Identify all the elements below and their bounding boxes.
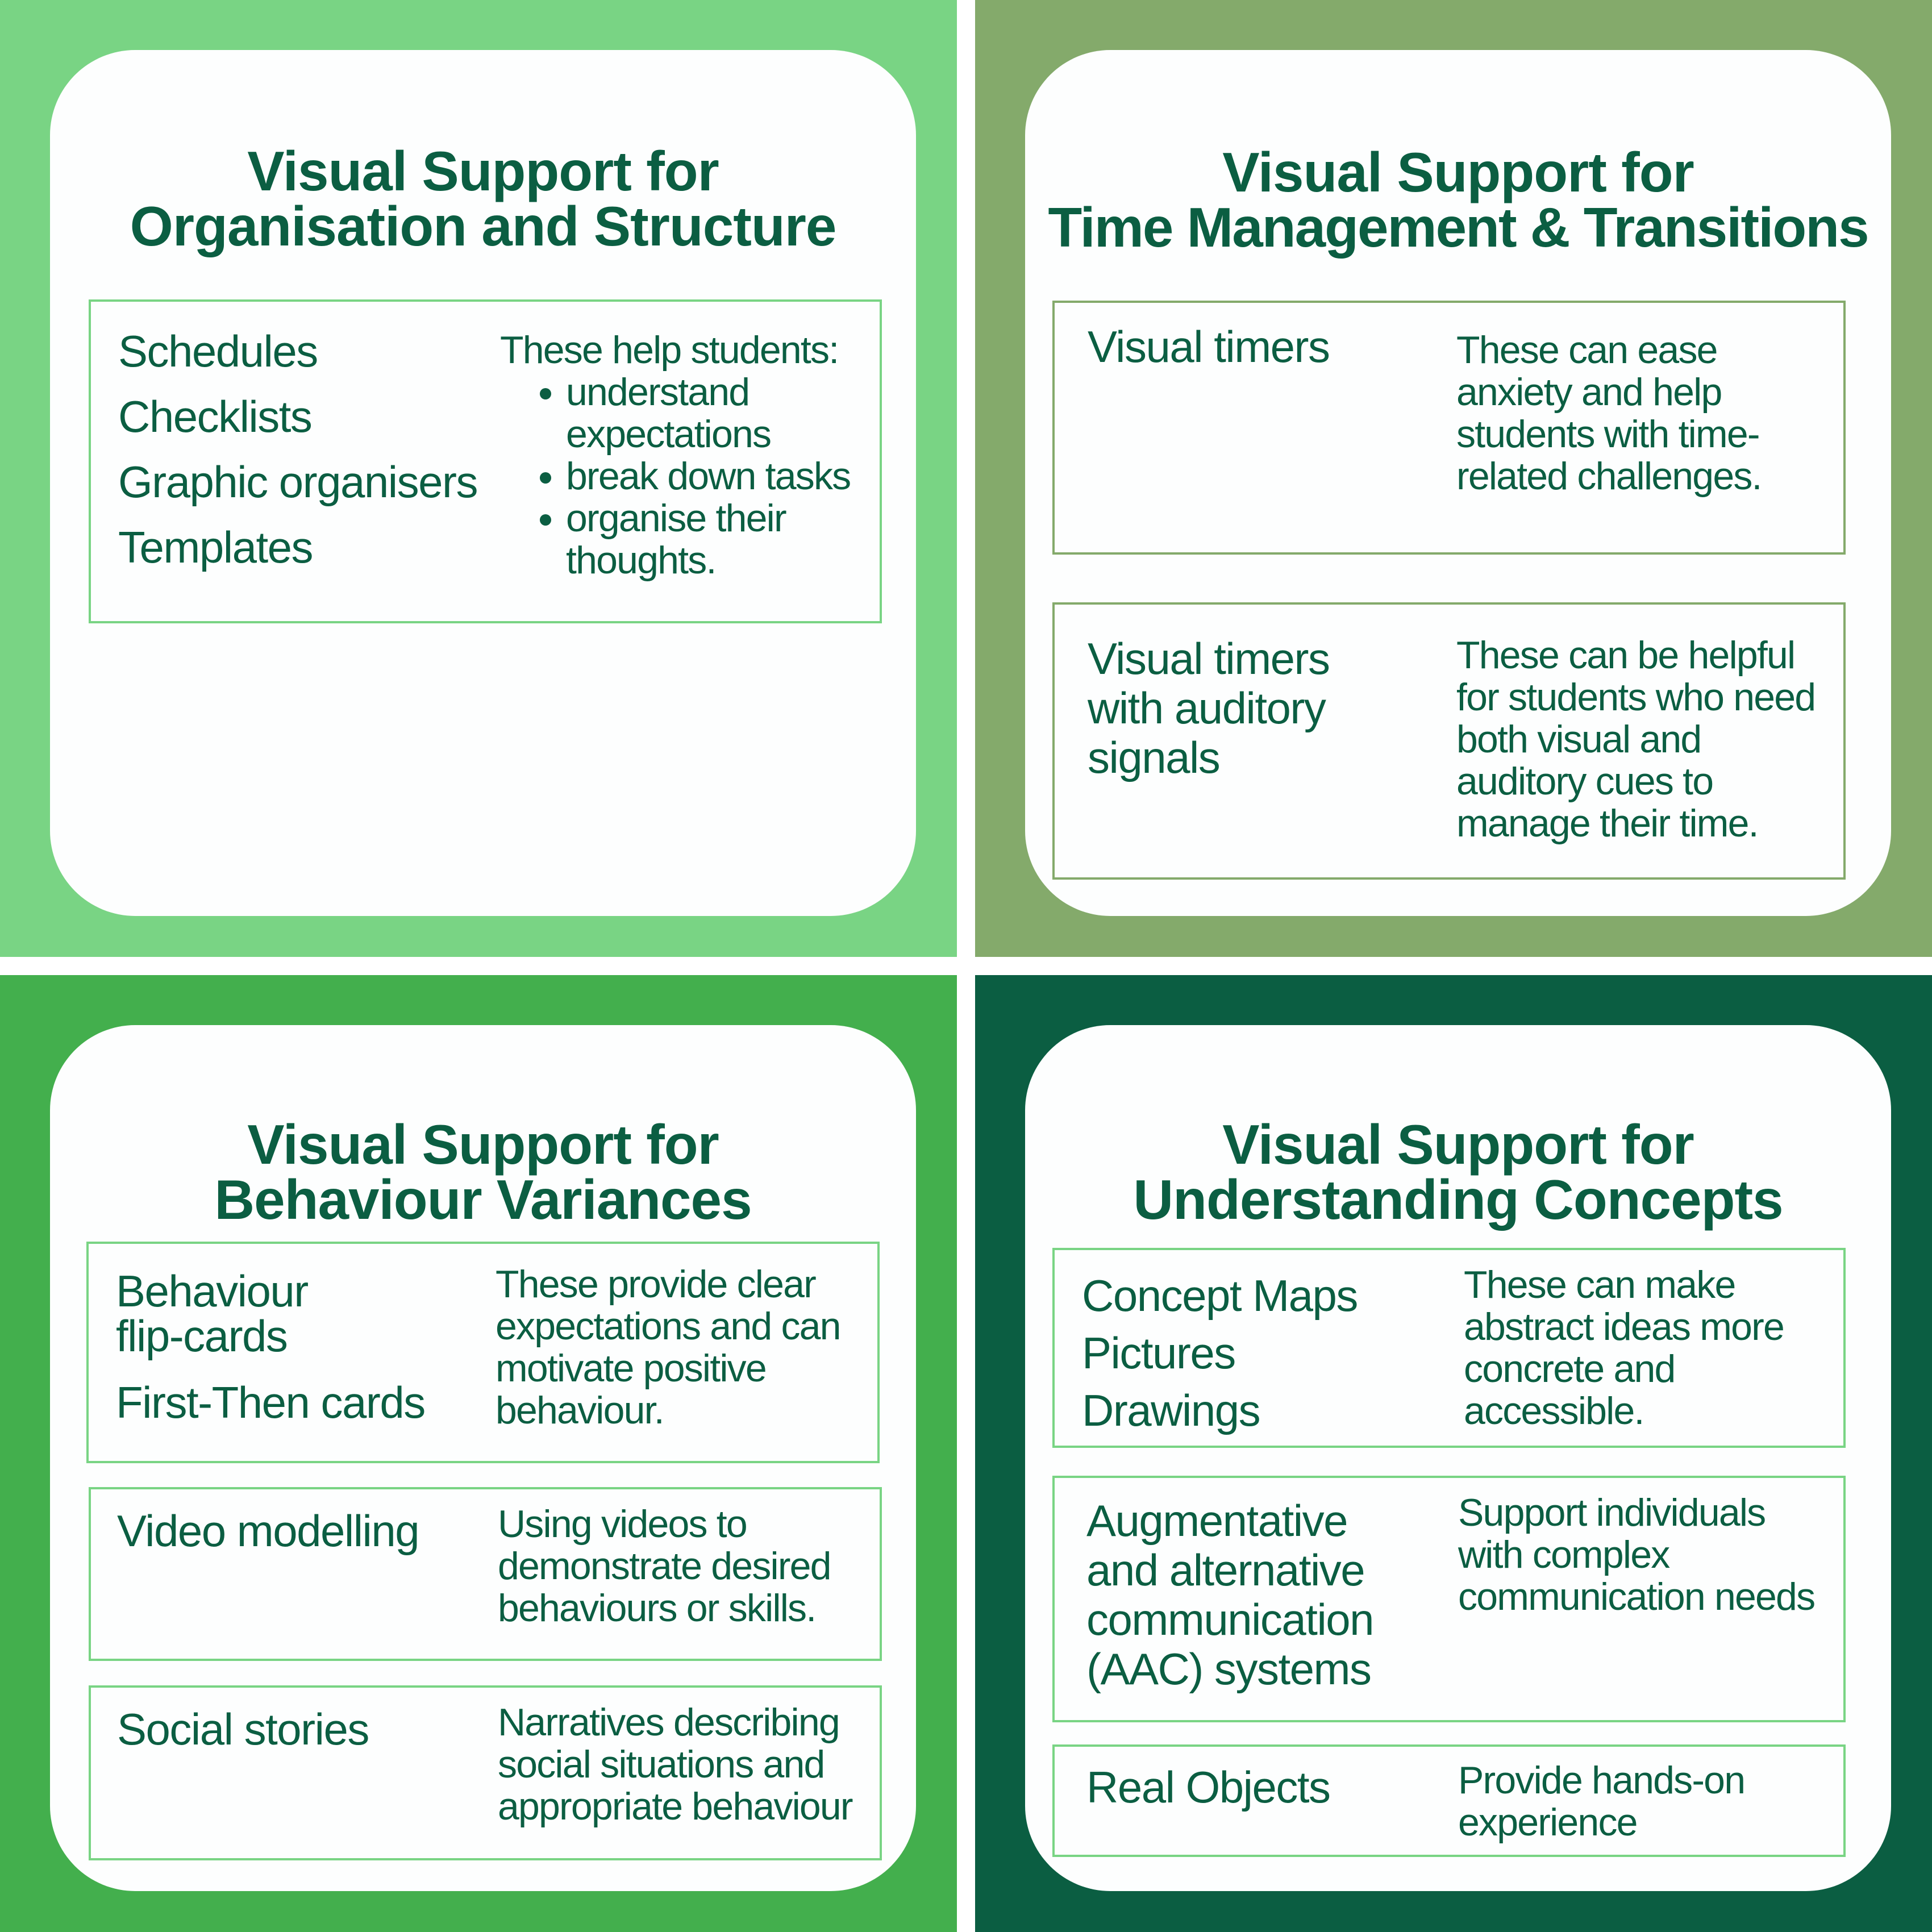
info-box: Augmentative and alternative communicati…	[1052, 1476, 1846, 1722]
title-line-1: Visual Support for	[1222, 1113, 1694, 1176]
support-tools-list: Schedules Checklists Graphic organisers …	[118, 319, 478, 580]
tool-name: Concept Maps Pictures Drawings	[1082, 1271, 1358, 1435]
tool-description: Narratives describing social situations …	[498, 1701, 853, 1828]
title-line-2: Behaviour Variances	[214, 1168, 752, 1231]
tool-name: Visual timers	[1088, 322, 1330, 372]
info-box: Social stories Narratives describing soc…	[89, 1685, 882, 1860]
benefits-description: These help students: understand expectat…	[500, 328, 851, 581]
tool-description: These can ease anxiety and help students…	[1456, 328, 1762, 498]
tool-description: These provide clear expectations and can…	[496, 1263, 841, 1432]
tool-description: Using videos to demonstrate desired beha…	[498, 1502, 832, 1630]
title-line-2: Understanding Concepts	[1133, 1168, 1783, 1231]
panel-title: Visual Support for Understanding Concept…	[1025, 1117, 1891, 1227]
tool-description: These can be helpful for students who ne…	[1456, 634, 1816, 845]
info-box: Visual timers with auditory signals Thes…	[1052, 602, 1846, 880]
tool-name: Real Objects	[1086, 1762, 1331, 1812]
card: Visual Support for Behaviour Variances B…	[50, 1025, 916, 1891]
bullet-icon	[540, 514, 551, 526]
panel-time-management: Visual Support for Time Management & Tra…	[975, 0, 1932, 957]
title-line-1: Visual Support for	[1222, 141, 1694, 203]
list-item: Checklists	[118, 392, 313, 442]
tool-name: Video modelling	[117, 1506, 420, 1556]
tool-name: Visual timers with auditory signals	[1088, 634, 1330, 782]
card: Visual Support for Time Management & Tra…	[1025, 50, 1891, 916]
panel-title: Visual Support for Time Management & Tra…	[1025, 141, 1891, 259]
bullet-icon	[540, 472, 551, 484]
info-box: Visual timers These can ease anxiety and…	[1052, 301, 1846, 555]
title-line-1: Visual Support for	[247, 140, 719, 202]
title-line-2: Organisation and Structure	[130, 195, 837, 257]
list-item: Schedules	[118, 326, 318, 376]
title-line-1: Visual Support for	[247, 1113, 719, 1176]
info-box: Video modelling Using videos to demonstr…	[89, 1487, 882, 1661]
tool-description: These can make abstract ideas more concr…	[1464, 1263, 1785, 1433]
info-box: Concept Maps Pictures Drawings These can…	[1052, 1248, 1846, 1448]
bullet-icon	[540, 388, 551, 399]
tool-name: Social stories	[117, 1704, 369, 1754]
panel-title: Visual Support for Organisation and Stru…	[50, 140, 916, 257]
bullet-item: break down tasks	[500, 455, 851, 497]
list-item: Graphic organisers	[118, 457, 478, 507]
bullet-item: understand expectations	[500, 371, 850, 455]
list-item: Templates	[118, 522, 313, 572]
tool-description: Support individuals with complex communi…	[1458, 1491, 1816, 1618]
panel-behaviour-variances: Visual Support for Behaviour Variances B…	[0, 975, 957, 1932]
tool-description: Provide hands-on experience	[1458, 1759, 1746, 1844]
info-box: Behaviour flip-cards First-Then cards Th…	[86, 1242, 880, 1463]
panel-title: Visual Support for Behaviour Variances	[50, 1117, 916, 1227]
panel-understanding-concepts: Visual Support for Understanding Concept…	[975, 975, 1932, 1932]
tool-name: Behaviour flip-cards First-Then cards	[116, 1266, 426, 1427]
info-box: Real Objects Provide hands-on experience	[1052, 1744, 1846, 1857]
benefits-intro: These help students:	[500, 328, 839, 372]
panel-organisation-structure: Visual Support for Organisation and Stru…	[0, 0, 957, 957]
info-box: Schedules Checklists Graphic organisers …	[89, 299, 882, 623]
bullet-item: organise their thoughts.	[500, 497, 850, 581]
card: Visual Support for Organisation and Stru…	[50, 50, 916, 916]
card: Visual Support for Understanding Concept…	[1025, 1025, 1891, 1891]
tool-name: Augmentative and alternative communicati…	[1086, 1496, 1375, 1694]
title-line-2: Time Management & Transitions	[1048, 196, 1869, 259]
